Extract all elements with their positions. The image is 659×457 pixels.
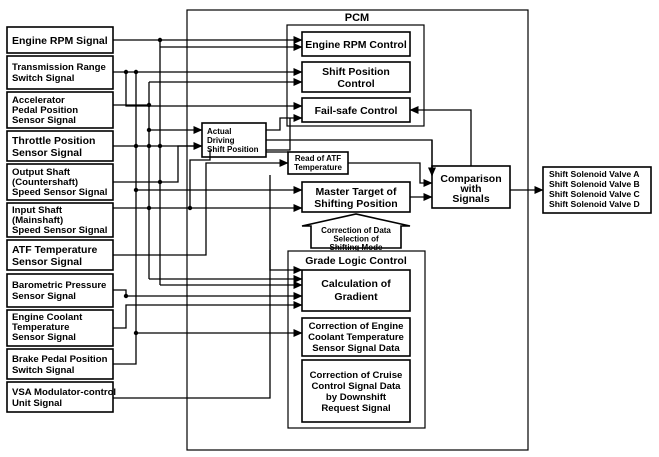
shift-position-control-box xyxy=(301,61,411,93)
pcm-title: PCM xyxy=(345,12,369,24)
grade-logic-frame xyxy=(287,250,426,429)
connection-wires xyxy=(113,36,544,399)
comparison-with-signals-box xyxy=(431,165,511,209)
fail-safe-control-label: Fail-safe Control xyxy=(315,105,398,117)
correction-up-arrow xyxy=(301,213,411,249)
correction-cruise-box xyxy=(301,359,411,423)
correction-engine-coolant-box xyxy=(301,317,411,357)
master-target-box xyxy=(301,181,411,213)
fail-safe-control-box xyxy=(301,97,411,123)
calculation-of-gradient-box xyxy=(301,269,411,312)
input-output-shaft-speed-sensor-signal: Output Shaft(Countershaft)Speed Sensor S… xyxy=(12,167,107,198)
shift-solenoid-valves-box xyxy=(542,166,652,214)
input-engine-rpm-signal: Engine RPM Signal xyxy=(12,35,108,47)
actual-driving-shift-position-box xyxy=(201,122,267,158)
input-input-shaft-speed-sensor-signal: Input Shaft(Mainshaft)Speed Sensor Signa… xyxy=(12,205,107,236)
control-group-frame xyxy=(286,24,425,127)
grade-logic-control-title: Grade Logic Control xyxy=(305,255,407,267)
engine-rpm-control-label: Engine RPM Control xyxy=(305,39,407,51)
pcm-frame xyxy=(186,9,529,451)
